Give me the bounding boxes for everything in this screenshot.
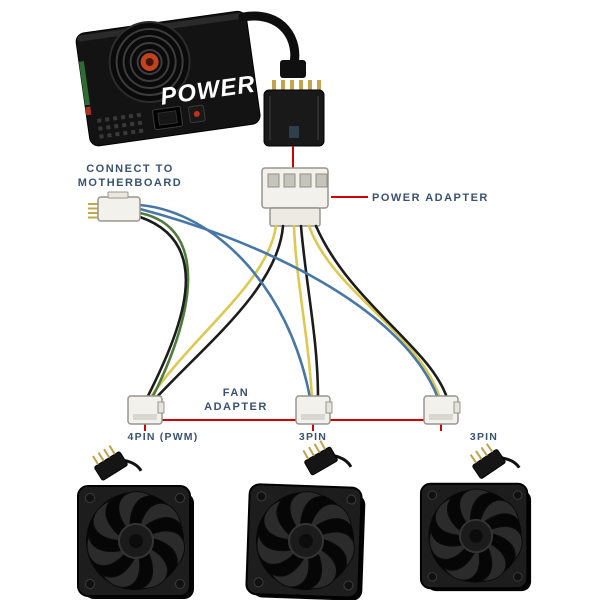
connector-marking — [289, 126, 299, 138]
wiring-harness — [138, 203, 449, 400]
motherboard-connector-latch — [107, 191, 129, 199]
fan-adapter-connector-right — [423, 395, 461, 425]
callout-lines — [144, 196, 442, 431]
molex-pin-holes — [267, 173, 328, 188]
case-fan-left — [77, 481, 195, 600]
pin-label-left: 4PIN (PWM) — [127, 431, 199, 443]
psu-switch-light — [193, 110, 200, 117]
power-adapter-label: POWER ADAPTER — [372, 192, 489, 204]
wire-yellow-to-left — [148, 224, 278, 400]
wire-yellow-to-right — [307, 224, 442, 400]
connector-pins — [272, 80, 321, 91]
cable-boot — [280, 60, 306, 78]
wire-black-to-left — [154, 224, 285, 400]
motherboard-connector — [88, 191, 141, 222]
motherboard-connector-body — [97, 196, 141, 222]
motherboard-connector-pins — [88, 203, 98, 219]
wire-black-to-middle — [299, 224, 320, 400]
fan-adapter-label-line2: ADAPTER — [204, 401, 268, 414]
pin-label-middle: 3PIN — [298, 431, 328, 443]
motherboard-label: CONNECT TO MOTHERBOARD — [78, 162, 183, 191]
wire-green-mobo-to-left — [138, 211, 190, 400]
wire-black-mobo-to-left — [138, 215, 188, 400]
wire-black-to-right — [314, 224, 449, 400]
motherboard-label-line2: MOTHERBOARD — [77, 177, 183, 190]
power-supply-unit: POWER — [75, 10, 261, 147]
psu-pcb-component — [85, 106, 92, 116]
fan-adapter-label: FAN ADAPTER — [204, 386, 268, 415]
molex-lower-shell — [269, 207, 321, 227]
wire-blue-to-right — [138, 207, 440, 400]
fan-adapter-label-line1: FAN — [222, 387, 250, 399]
psu-fan-grille — [108, 20, 191, 103]
pin-label-right: 3PIN — [469, 431, 499, 443]
motherboard-label-line1: CONNECT TO — [86, 163, 174, 175]
power-adapter-connector — [261, 167, 329, 227]
fan-adapter-connector-middle — [295, 395, 333, 425]
psu-pcb-edge — [78, 61, 90, 106]
case-fan-right — [419, 479, 533, 593]
fan-adapter-connector-left — [127, 395, 165, 425]
wire-blue-to-middle — [138, 203, 312, 400]
case-fan-middle — [245, 479, 368, 600]
psu-connector-block — [263, 60, 325, 147]
fan-cable-plug-left — [87, 437, 143, 493]
wire-yellow-to-middle — [292, 224, 314, 400]
psu-cable — [238, 11, 300, 73]
